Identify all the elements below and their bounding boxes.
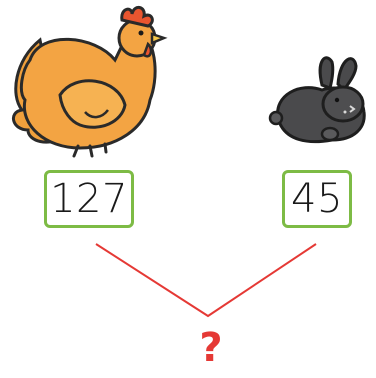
hen-icon: [12, 6, 168, 158]
left-value-box: 127: [44, 170, 134, 228]
left-value: 127: [50, 176, 128, 222]
right-value: 45: [291, 176, 343, 222]
right-value-box: 45: [282, 170, 352, 228]
question-mark: ?: [199, 325, 223, 371]
connector-lines: [95, 243, 317, 318]
rabbit-icon: [268, 56, 366, 144]
